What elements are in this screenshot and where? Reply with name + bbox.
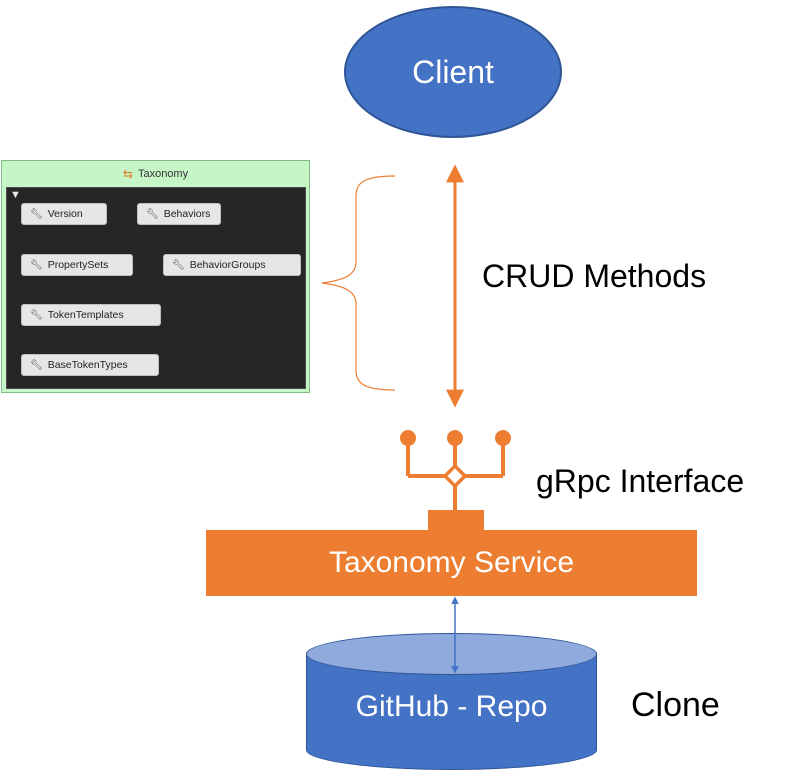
chip-behaviors[interactable]: 🔧︎ Behaviors: [137, 203, 221, 225]
chip-label: Version: [47, 208, 83, 220]
filter-icon[interactable]: ▼: [10, 189, 21, 201]
clone-label: Clone: [631, 686, 720, 724]
client-label: Client: [412, 53, 494, 90]
service-interface-port: [428, 510, 484, 532]
repo-label: GitHub - Repo: [355, 690, 548, 723]
chip-tokentemplates[interactable]: 🔧︎ TokenTemplates: [21, 304, 161, 326]
taxonomy-service-node: Taxonomy Service: [206, 530, 697, 596]
chip-behaviorgroups[interactable]: 🔧︎ BehaviorGroups: [163, 254, 301, 276]
wrench-icon: 🔧︎: [30, 259, 43, 271]
chip-label: PropertySets: [47, 259, 109, 271]
taxonomy-title-label: Taxonomy: [137, 168, 189, 180]
chip-label: TokenTemplates: [47, 309, 124, 321]
taxonomy-service-label: Taxonomy Service: [328, 546, 575, 579]
wrench-icon: 🔧︎: [30, 309, 43, 321]
crud-brace: [321, 175, 396, 391]
crud-methods-label: CRUD Methods: [482, 258, 707, 294]
wrench-icon: 🔧︎: [30, 359, 43, 371]
wrench-icon: 🔧︎: [30, 208, 43, 220]
chip-label: Behaviors: [163, 208, 211, 220]
grpc-interface-icon: [400, 430, 511, 512]
taxonomy-panel: ⇆ Taxonomy ▼ 🔧︎ Version 🔧︎ Behaviors 🔧︎ …: [1, 160, 310, 393]
taxonomy-panel-body: ▼ 🔧︎ Version 🔧︎ Behaviors 🔧︎ PropertySet…: [6, 187, 306, 389]
taxonomy-panel-title: ⇆ Taxonomy: [2, 163, 309, 185]
chip-basetokentypes[interactable]: 🔧︎ BaseTokenTypes: [21, 354, 159, 376]
chip-propertysets[interactable]: 🔧︎ PropertySets: [21, 254, 133, 276]
taxonomy-icon: ⇆: [122, 167, 133, 181]
wrench-icon: 🔧︎: [146, 208, 159, 220]
client-node: Client: [344, 6, 562, 138]
chip-label: BaseTokenTypes: [47, 359, 128, 371]
wrench-icon: 🔧︎: [172, 259, 185, 271]
chip-version[interactable]: 🔧︎ Version: [21, 203, 107, 225]
chip-label: BehaviorGroups: [189, 259, 266, 271]
grpc-interface-label: gRpc Interface: [536, 463, 745, 499]
